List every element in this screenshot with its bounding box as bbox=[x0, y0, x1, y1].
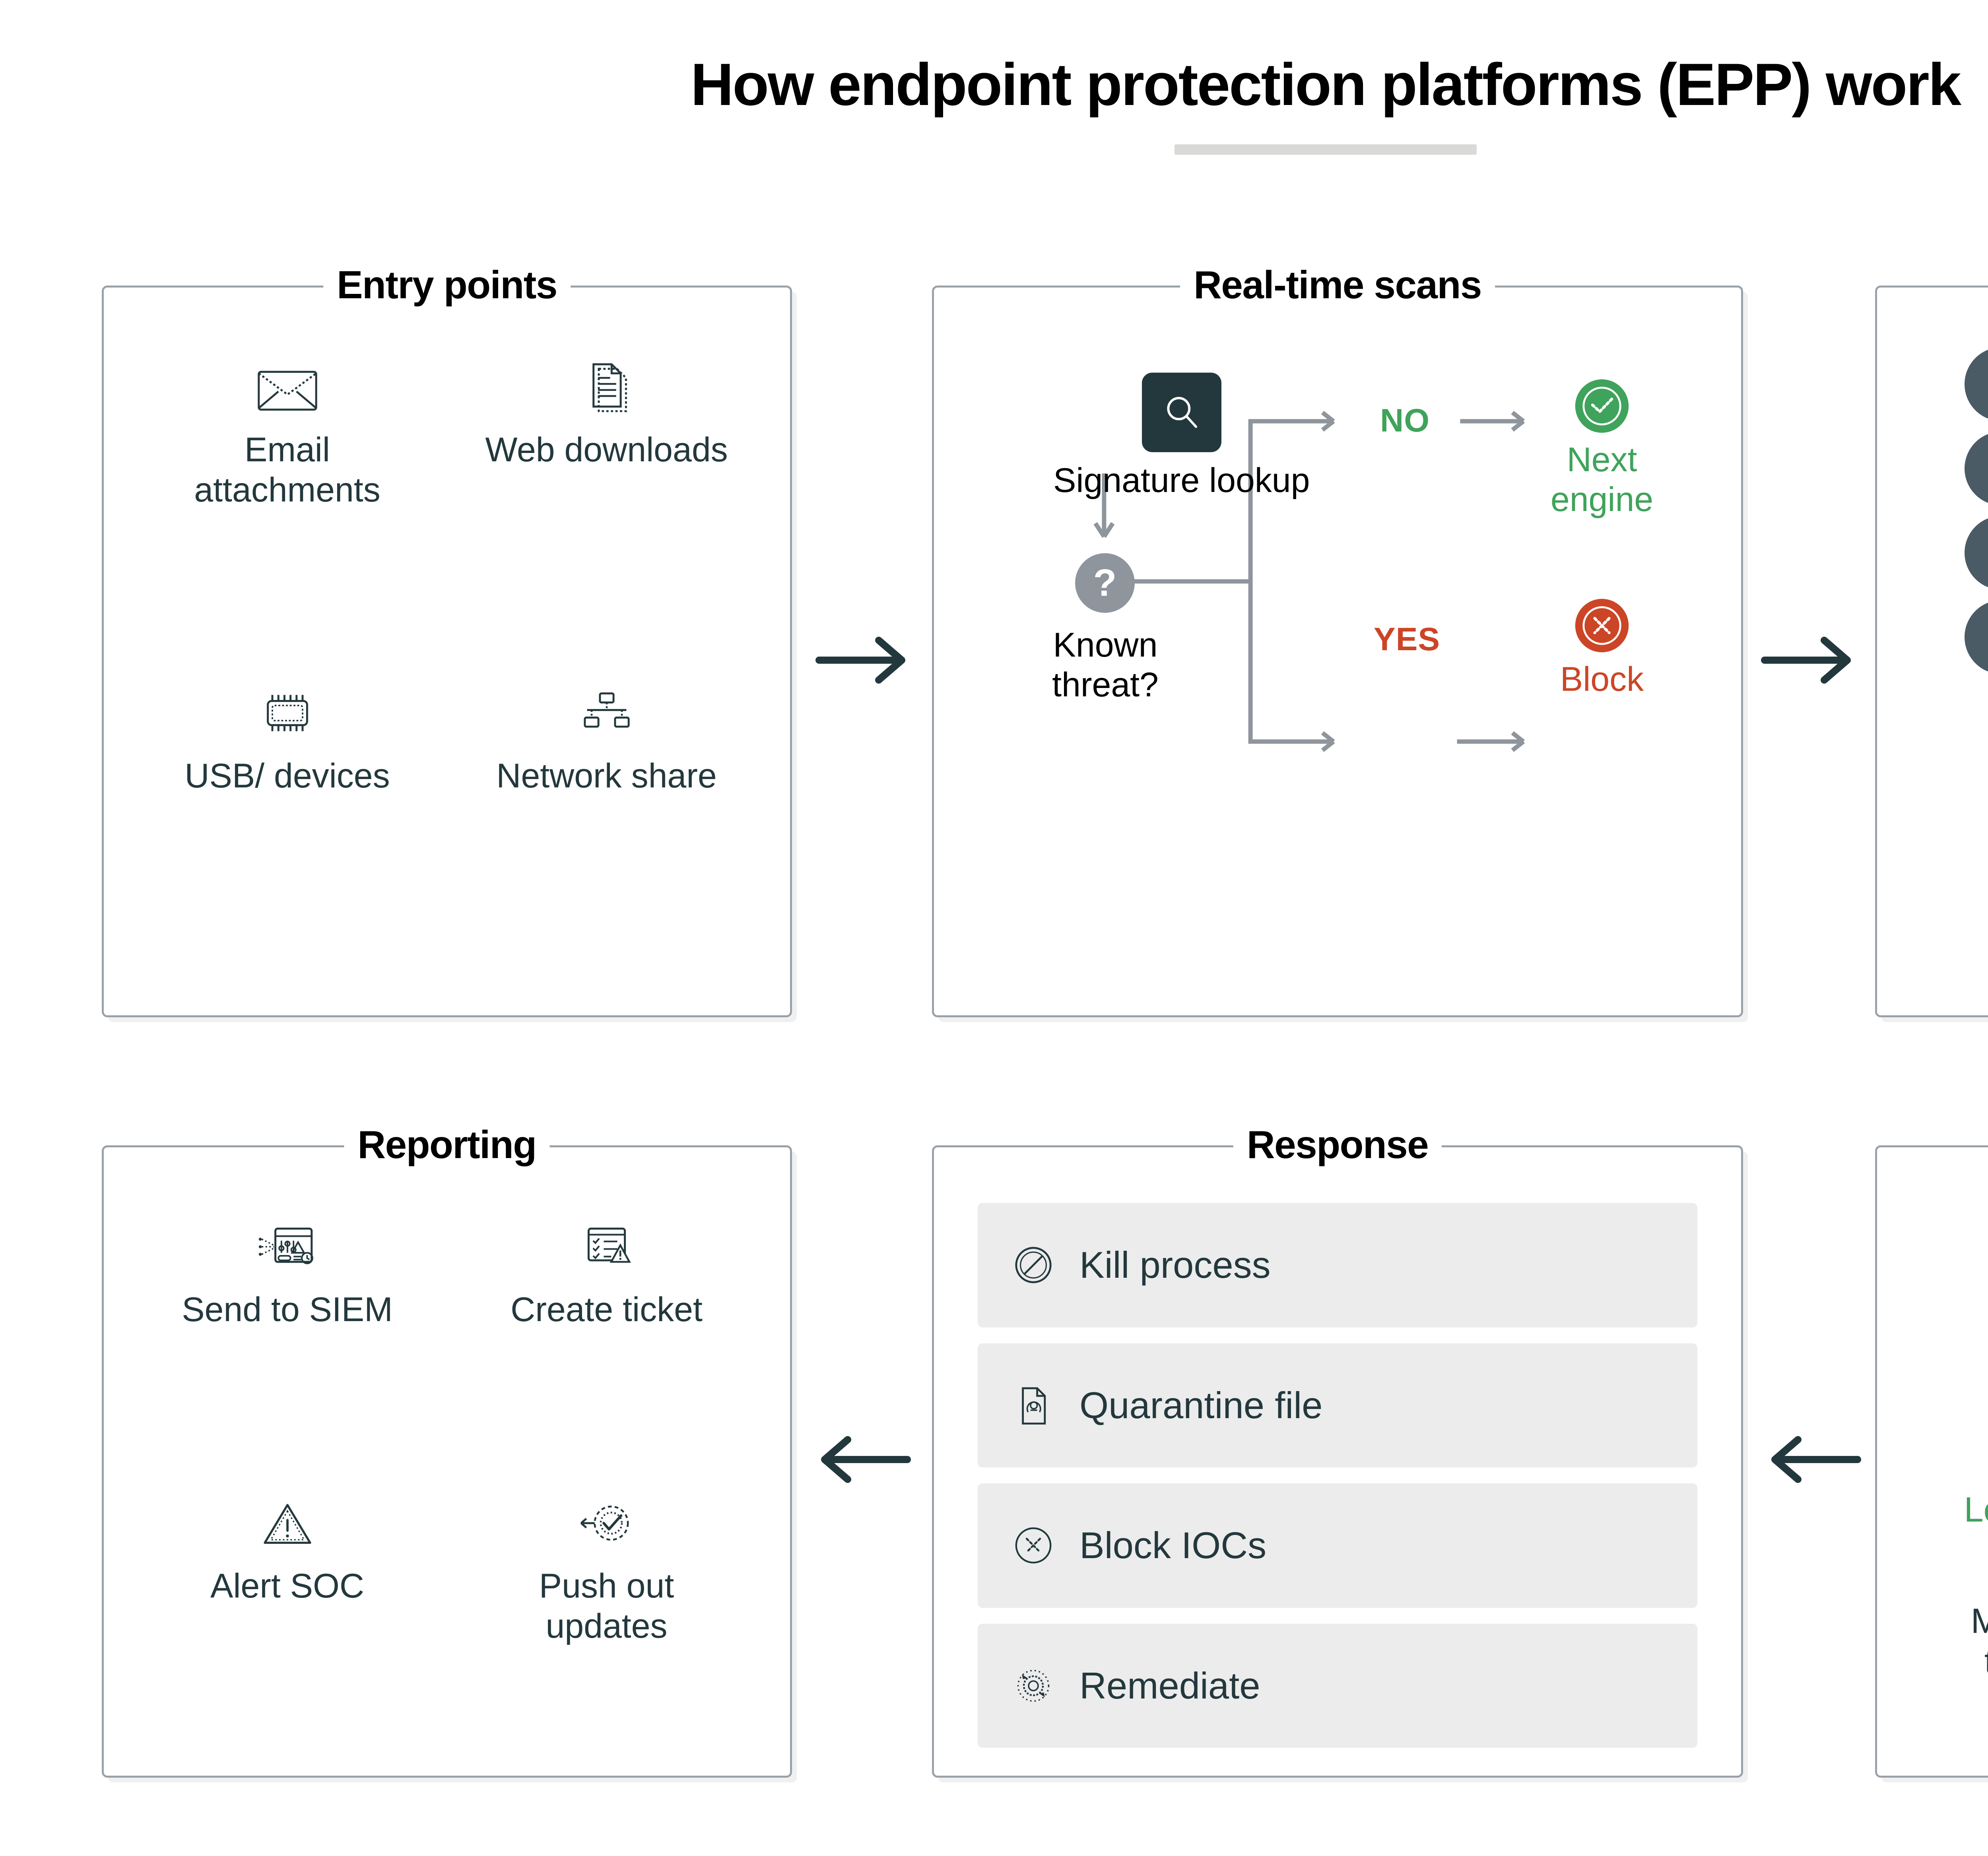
response-action-label: Quarantine file bbox=[1079, 1384, 1323, 1426]
arrow-decision-to-response bbox=[1771, 1436, 1861, 1483]
panel-response: Response Kill process bbox=[932, 1119, 1743, 1778]
reporting-item-send-to-siem: Send to SIEM bbox=[182, 1199, 393, 1330]
check-circle-icon bbox=[1575, 379, 1629, 433]
entry-label: Email attachments bbox=[194, 431, 381, 509]
arrow-entry-to-scans bbox=[815, 637, 905, 684]
entry-item-usb-devices: USB/ devices bbox=[184, 665, 390, 796]
envelope-icon bbox=[257, 371, 317, 411]
panel-deep-analysis: Deep analysis Static analysis ML classif… bbox=[1875, 286, 1988, 1017]
entry-points-grid: Email attachments Web downloads bbox=[128, 339, 766, 991]
analysis-pill-stack: Static analysis ML classification Behavi… bbox=[1965, 347, 1988, 674]
panel-legend-response: Response bbox=[1233, 1119, 1442, 1170]
response-action-label: Kill process bbox=[1079, 1244, 1271, 1286]
title-divider bbox=[1174, 144, 1477, 155]
entry-label: USB/ devices bbox=[184, 757, 390, 795]
pill-sandbox[interactable]: Sandbox bbox=[1965, 600, 1988, 674]
prohibited-icon bbox=[1015, 1247, 1052, 1283]
x-circle-outline-icon bbox=[1015, 1527, 1052, 1564]
deep-analysis-body: Static analysis ML classification Behavi… bbox=[1877, 347, 1988, 1015]
pill-static-analysis[interactable]: Static analysis bbox=[1965, 347, 1988, 421]
documents-icon bbox=[592, 363, 627, 412]
panel-legend-real-time-scans: Real-time scans bbox=[1180, 260, 1495, 311]
signature-lookup-label: Signature lookup bbox=[1053, 461, 1310, 499]
outcome-next-engine: Next engine bbox=[1526, 378, 1677, 520]
manual-triage-label: Manual triage bbox=[1971, 1601, 1988, 1681]
response-action-label: Remediate bbox=[1079, 1664, 1260, 1706]
reporting-item-alert-soc: Alert SOC bbox=[210, 1475, 364, 1606]
reporting-label: Send to SIEM bbox=[182, 1290, 393, 1329]
gear-refresh-icon bbox=[1017, 1669, 1050, 1702]
panel-reporting: Reporting bbox=[102, 1119, 792, 1778]
gear-check-icon bbox=[580, 1505, 629, 1541]
pill-ml-classification[interactable]: ML classification bbox=[1965, 431, 1988, 505]
arrow-scans-to-deep bbox=[1761, 637, 1851, 684]
arrow-response-to-reporting bbox=[821, 1436, 911, 1483]
panel-real-time-scans: Real-time scans bbox=[932, 260, 1743, 1017]
branch-label-no: NO bbox=[1380, 402, 1430, 439]
threat-score-node: Threat score calculated bbox=[1877, 717, 1988, 830]
reporting-label: Create ticket bbox=[511, 1290, 703, 1329]
biohazard-file-icon bbox=[1022, 1387, 1046, 1425]
entry-label: Network share bbox=[496, 757, 717, 795]
known-threat-question-node: ? bbox=[1075, 553, 1135, 613]
chip-icon bbox=[266, 695, 308, 731]
x-circle-icon bbox=[1575, 599, 1629, 653]
pill-behavior-analysis[interactable]: Behavior analysis bbox=[1965, 516, 1988, 590]
panel-entry-points: Entry points Email attachments Web downl… bbox=[102, 260, 792, 1017]
dashboard-alert-icon bbox=[258, 1227, 313, 1264]
magnifier-icon bbox=[1142, 373, 1221, 452]
outcome-next-engine-label: Next engine bbox=[1550, 441, 1654, 519]
entry-item-email-attachments: Email attachments bbox=[164, 339, 411, 510]
outcome-block: Block bbox=[1526, 598, 1677, 700]
decision-action-manual-triage: Manual triage bbox=[1925, 1601, 1988, 1682]
panel-legend-entry-points: Entry points bbox=[323, 260, 571, 311]
reporting-item-push-out-updates: Push out updates bbox=[483, 1475, 730, 1646]
warning-triangle-icon bbox=[263, 1504, 311, 1544]
reporting-label: Push out updates bbox=[539, 1567, 674, 1645]
checklist-warning-icon bbox=[587, 1227, 631, 1263]
entry-item-web-downloads: Web downloads bbox=[485, 339, 728, 470]
decision-body: Risk scoring Low risk Manual triage High… bbox=[1877, 1147, 1988, 1776]
response-action-remediate[interactable]: Remediate bbox=[978, 1623, 1697, 1748]
signature-lookup-node: Signature lookup bbox=[1053, 373, 1310, 501]
panel-legend-reporting: Reporting bbox=[344, 1119, 550, 1170]
reporting-label: Alert SOC bbox=[210, 1567, 365, 1605]
page-title: How endpoint protection platforms (EPP) … bbox=[690, 51, 1961, 118]
entry-item-network-share: Network share bbox=[496, 665, 717, 796]
outcome-block-label: Block bbox=[1560, 660, 1644, 698]
reporting-grid: Send to SIEM Create ticket bbox=[128, 1199, 766, 1752]
response-action-list: Kill process Quarantine file bbox=[978, 1203, 1697, 1748]
network-share-icon bbox=[583, 692, 630, 728]
low-risk-label: Low risk bbox=[1964, 1490, 1988, 1529]
decision-branch-low: Low risk bbox=[1925, 1489, 1988, 1530]
entry-label: Web downloads bbox=[485, 431, 728, 469]
response-action-kill-process[interactable]: Kill process bbox=[978, 1203, 1697, 1327]
response-action-label: Block IOCs bbox=[1079, 1524, 1267, 1566]
response-action-quarantine-file[interactable]: Quarantine file bbox=[978, 1343, 1697, 1467]
panel-decision: Decision bbox=[1875, 1145, 1988, 1778]
response-action-block-iocs[interactable]: Block IOCs bbox=[978, 1483, 1697, 1608]
branch-label-yes: YES bbox=[1374, 621, 1441, 657]
title-block: How endpoint protection platforms (EPP) … bbox=[0, 52, 1988, 155]
reporting-item-create-ticket: Create ticket bbox=[511, 1199, 703, 1330]
known-threat-label: Known threat? bbox=[1052, 626, 1159, 704]
